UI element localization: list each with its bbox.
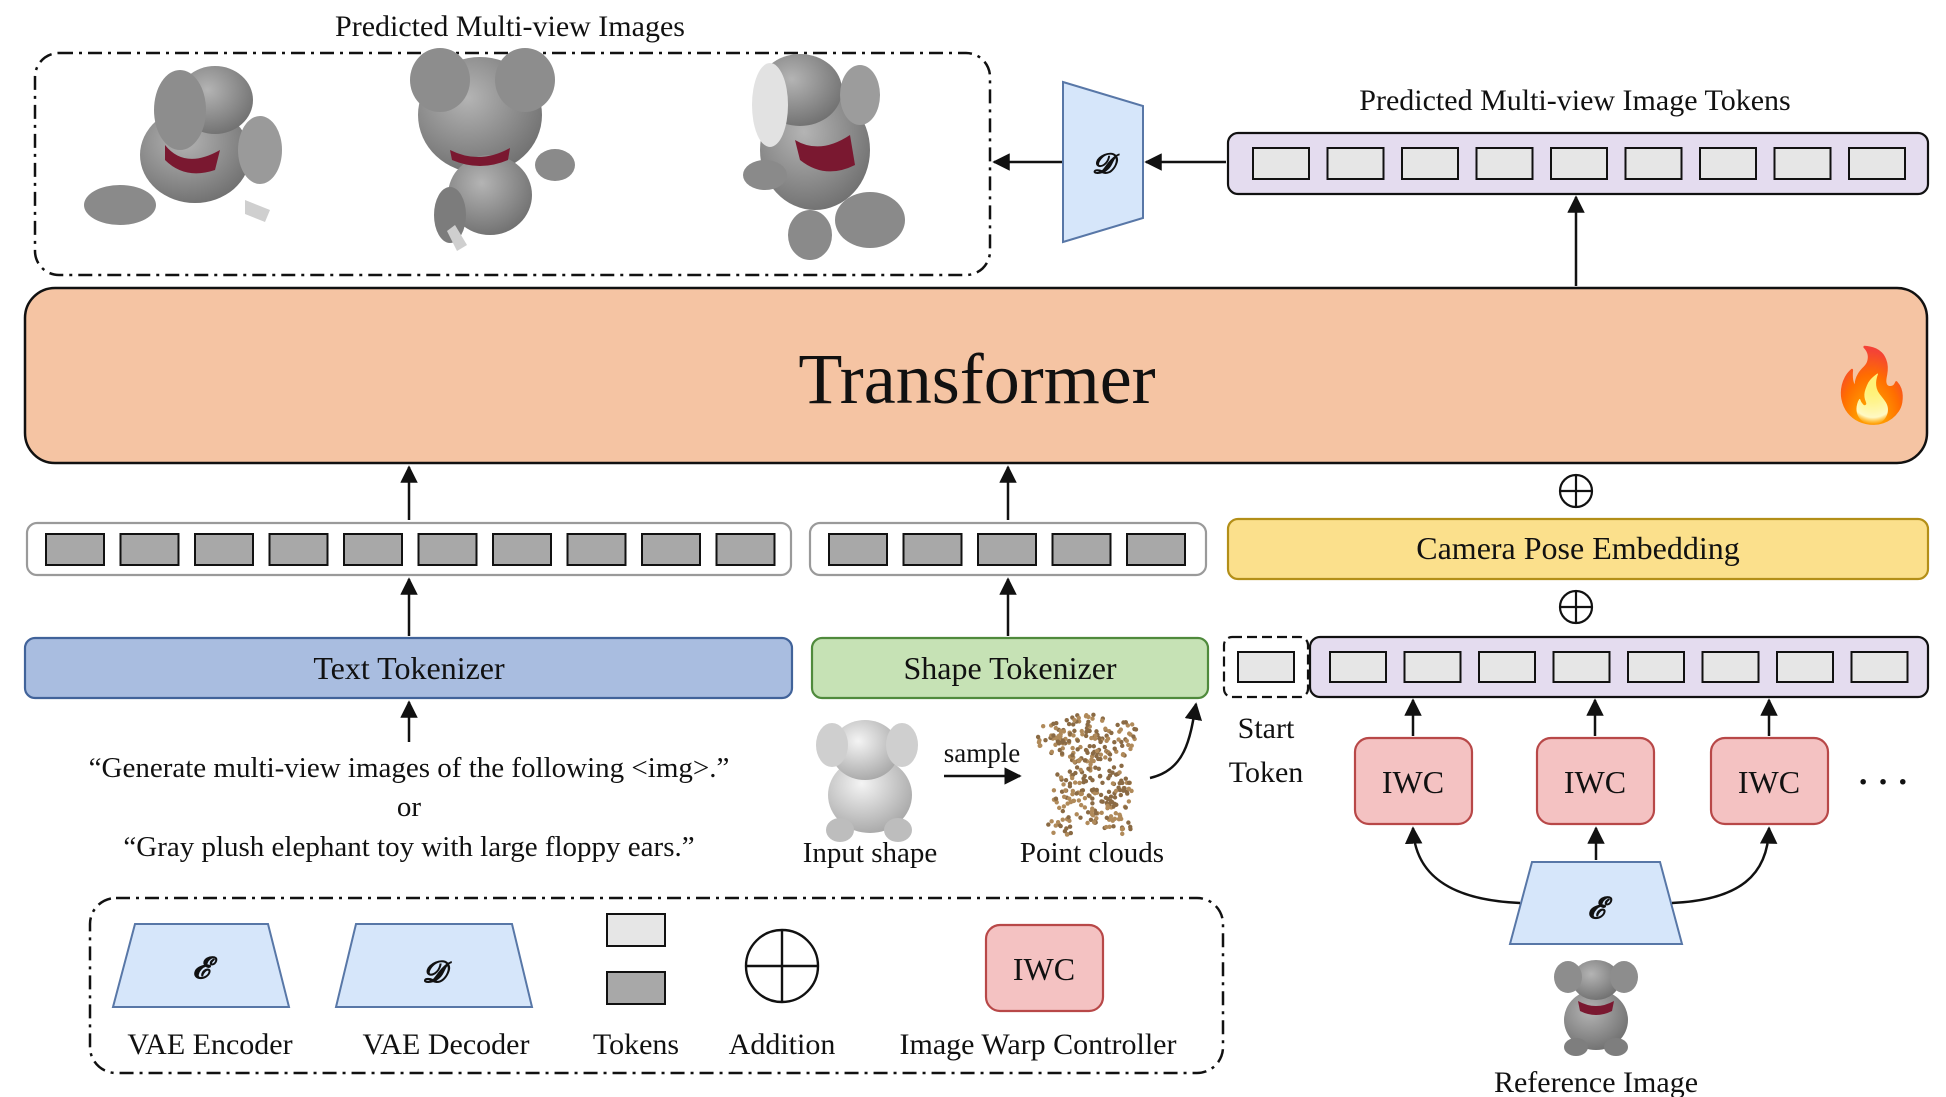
start-token-label-line1: Start bbox=[1238, 712, 1295, 745]
image-token bbox=[1850, 651, 1909, 683]
shape-tokenizer-label: Shape Tokenizer bbox=[903, 650, 1116, 686]
legend-encoder-icon bbox=[111, 923, 291, 1008]
elephant-view-3-image bbox=[743, 54, 905, 260]
text-token-row bbox=[45, 533, 776, 566]
transformer-label: Transformer bbox=[798, 339, 1155, 419]
elephant-view-1-image bbox=[84, 66, 282, 225]
start-token-label-line2: Token bbox=[1229, 756, 1304, 789]
legend-token-light bbox=[606, 913, 666, 947]
legend-addition-label: Addition bbox=[729, 1028, 836, 1061]
image-token bbox=[1776, 651, 1834, 683]
elephant-view-2-image bbox=[410, 48, 575, 251]
image-token bbox=[1403, 651, 1462, 683]
arrow-encoder-to-iwc1 bbox=[1404, 826, 1521, 905]
image-token bbox=[1552, 651, 1611, 683]
predicted-images-title: Predicted Multi-view Images bbox=[335, 10, 685, 43]
shape-tokenizer-block bbox=[810, 636, 1210, 700]
predicted-token-row bbox=[1252, 147, 1906, 180]
text-token bbox=[641, 533, 701, 566]
shape-token bbox=[902, 533, 963, 566]
camera-pose-block bbox=[1226, 517, 1930, 581]
legend-decoder-label: VAE Decoder bbox=[363, 1028, 530, 1061]
text-token bbox=[119, 533, 180, 566]
text-tokenizer-label: Text Tokenizer bbox=[313, 650, 505, 686]
legend-encoder-label: VAE Encoder bbox=[127, 1028, 292, 1061]
legend-iwc-label: Image Warp Controller bbox=[900, 1028, 1177, 1061]
image-token-strip bbox=[1308, 635, 1930, 699]
legend-iwc-box-label: IWC bbox=[1013, 951, 1075, 987]
reference-image bbox=[1554, 960, 1638, 1056]
shape-token bbox=[1126, 533, 1186, 566]
prompt-example-1: “Generate multi-view images of the follo… bbox=[89, 752, 730, 784]
shape-token bbox=[977, 533, 1037, 566]
image-token bbox=[1701, 651, 1760, 683]
text-token bbox=[268, 533, 329, 566]
start-token-frame bbox=[1222, 635, 1310, 699]
vae-decoder-shape bbox=[1062, 80, 1144, 244]
predicted-tokens-title: Predicted Multi-view Image Tokens bbox=[1359, 84, 1790, 117]
image-token bbox=[1329, 651, 1387, 683]
image-token-row bbox=[1329, 651, 1909, 683]
camera-pose-label: Camera Pose Embedding bbox=[1416, 530, 1739, 566]
predicted-image-token bbox=[1252, 147, 1310, 180]
text-token bbox=[343, 533, 403, 566]
image-token bbox=[1478, 651, 1536, 683]
predicted-image-token bbox=[1326, 147, 1385, 180]
predicted-image-token bbox=[1848, 147, 1906, 180]
arrow-points-to-shape-tokenizer bbox=[1149, 702, 1203, 780]
predicted-image-token bbox=[1550, 147, 1608, 180]
iwc-block-3: IWC bbox=[1709, 736, 1830, 826]
iwc-label-3: IWC bbox=[1738, 764, 1800, 800]
predicted-image-token bbox=[1624, 147, 1683, 180]
shape-token bbox=[1051, 533, 1112, 566]
text-tokenizer-block bbox=[23, 636, 794, 700]
ellipsis: · · · bbox=[1857, 764, 1908, 801]
legend-iwc-icon bbox=[984, 923, 1105, 1013]
iwc-block-1: IWC bbox=[1353, 736, 1474, 826]
iwc-block-2: IWC bbox=[1535, 736, 1656, 826]
text-token bbox=[492, 533, 552, 566]
predicted-image-token bbox=[1773, 147, 1832, 180]
shape-token bbox=[828, 533, 888, 566]
iwc-label-1: IWC bbox=[1382, 764, 1444, 800]
start-token bbox=[1237, 651, 1295, 683]
shape-token-row bbox=[828, 533, 1186, 566]
sample-label: sample bbox=[944, 738, 1020, 768]
legend-token-dark bbox=[606, 971, 666, 1005]
image-token bbox=[1627, 651, 1685, 683]
input-shape-image bbox=[816, 720, 918, 842]
text-token bbox=[566, 533, 627, 566]
fire-icon: 🔥 bbox=[1827, 343, 1917, 427]
text-token bbox=[417, 533, 478, 566]
point-cloud-image bbox=[1035, 712, 1139, 837]
predicted-image-token bbox=[1401, 147, 1459, 180]
reference-image-label: Reference Image bbox=[1494, 1066, 1698, 1097]
legend-tokens-label: Tokens bbox=[593, 1028, 679, 1061]
arrow-encoder-to-iwc3 bbox=[1671, 826, 1778, 905]
legend-decoder-icon bbox=[334, 923, 534, 1008]
predicted-image-token bbox=[1699, 147, 1757, 180]
iwc-label-2: IWC bbox=[1564, 764, 1626, 800]
transformer-block bbox=[23, 286, 1929, 465]
prompt-or: or bbox=[397, 791, 422, 823]
input-shape-label: Input shape bbox=[803, 837, 938, 869]
predicted-image-token bbox=[1475, 147, 1534, 180]
vae-encoder-shape bbox=[1508, 861, 1684, 945]
text-token bbox=[715, 533, 776, 566]
legend-frame bbox=[88, 896, 1225, 1075]
text-token bbox=[45, 533, 105, 566]
text-token bbox=[194, 533, 254, 566]
predicted-images-frame bbox=[33, 51, 992, 277]
prompt-example-2: “Gray plush elephant toy with large flop… bbox=[123, 831, 694, 863]
point-clouds-label: Point clouds bbox=[1020, 837, 1164, 869]
